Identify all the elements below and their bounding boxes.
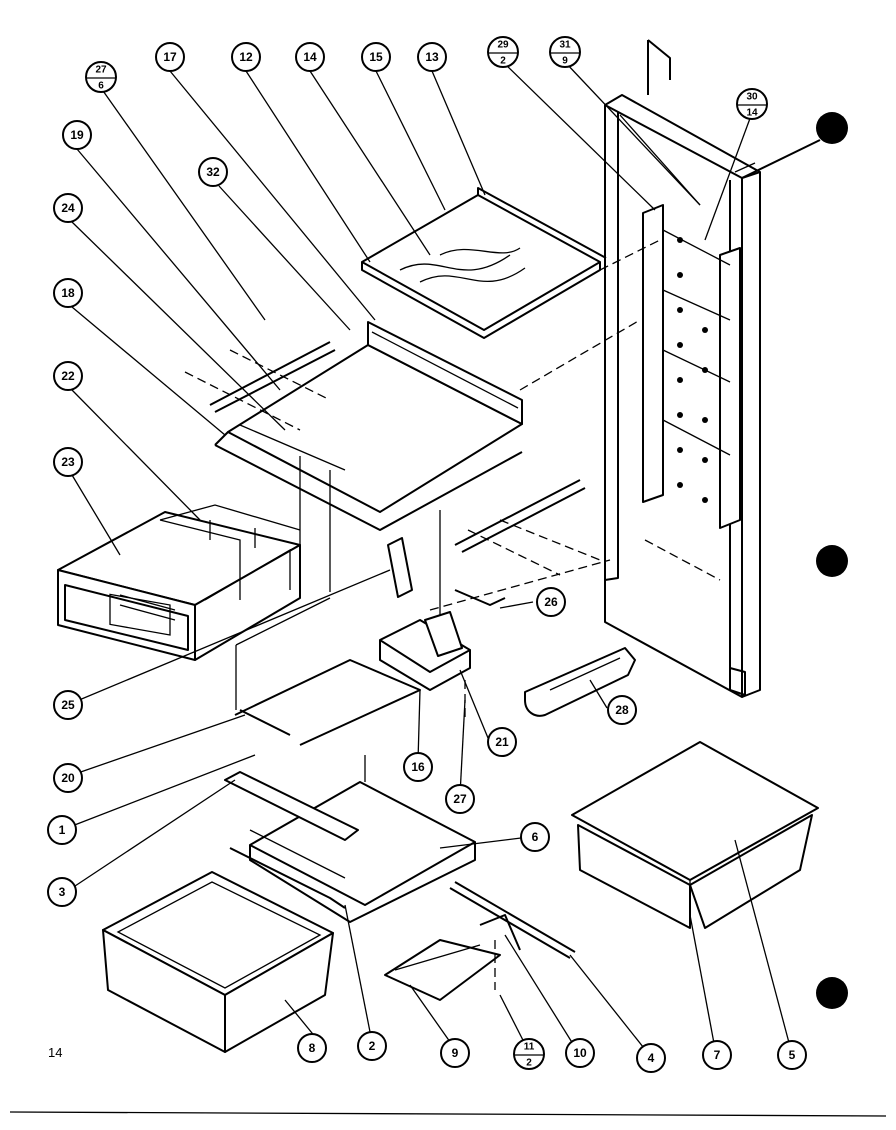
- callout-label: 10: [573, 1046, 587, 1060]
- fraction-bottom: 2: [500, 56, 506, 67]
- fraction-callout-30-14: 30 14: [736, 88, 768, 120]
- callout-label: 17: [163, 50, 177, 64]
- callout-23: 23: [53, 447, 83, 477]
- fraction-top: 27: [95, 65, 107, 76]
- callout-4: 4: [636, 1043, 666, 1073]
- callout-label: 16: [411, 760, 425, 774]
- registration-mark-middle: [816, 545, 848, 577]
- fraction-callout-29-2: 29 2: [487, 36, 519, 68]
- meat-keeper: [571, 741, 819, 929]
- drawer-rails: [384, 881, 576, 1001]
- callout-label: 22: [61, 369, 75, 383]
- rail-holes: [677, 237, 708, 503]
- registration-mark-bottom: [816, 977, 848, 1009]
- fraction-callout-31-9: 31 9: [549, 36, 581, 68]
- callout-22: 22: [53, 361, 83, 391]
- callout-14: 14: [295, 42, 325, 72]
- callout-label: 21: [495, 735, 509, 749]
- fraction-top: 31: [559, 40, 571, 51]
- callout-label: 7: [714, 1048, 721, 1062]
- callout-label: 23: [61, 455, 75, 469]
- leader-lines: [71, 61, 793, 1058]
- callout-24: 24: [53, 193, 83, 223]
- callout-label: 15: [369, 50, 383, 64]
- callout-label: 32: [206, 165, 220, 179]
- callout-16: 16: [403, 752, 433, 782]
- callout-12: 12: [231, 42, 261, 72]
- callout-17: 17: [155, 42, 185, 72]
- callout-label: 27: [453, 792, 467, 806]
- callout-label: 20: [61, 771, 75, 785]
- callout-label: 25: [61, 698, 75, 712]
- bracket-28: [524, 647, 636, 717]
- callout-13: 13: [417, 42, 447, 72]
- registration-mark-top: [816, 112, 848, 144]
- fraction-bottom: 14: [746, 108, 758, 119]
- callout-15: 15: [361, 42, 391, 72]
- callout-label: 26: [544, 595, 558, 609]
- callout-label: 6: [532, 830, 539, 844]
- callout-3: 3: [47, 877, 77, 907]
- fraction-bottom: 2: [526, 1058, 532, 1069]
- callout-label: 4: [648, 1051, 655, 1065]
- center-brackets: [234, 537, 506, 746]
- callout-10: 10: [565, 1038, 595, 1068]
- callout-28: 28: [607, 695, 637, 725]
- fraction-top: 30: [746, 92, 758, 103]
- callout-label: 1: [59, 823, 66, 837]
- fraction-top: 29: [497, 40, 509, 51]
- callout-32: 32: [198, 157, 228, 187]
- callout-label: 18: [61, 286, 75, 300]
- callout-6: 6: [520, 822, 550, 852]
- callout-8: 8: [297, 1033, 327, 1063]
- callout-1: 1: [47, 815, 77, 845]
- crisper-cover: [224, 755, 476, 923]
- page-number: 14: [48, 1045, 62, 1060]
- callout-label: 24: [61, 201, 75, 215]
- fraction-bottom: 6: [98, 81, 104, 92]
- callout-26: 26: [536, 587, 566, 617]
- callout-18: 18: [53, 278, 83, 308]
- fraction-top: 11: [524, 1042, 535, 1053]
- cabinet-frame: [604, 39, 821, 698]
- crisper-drawer-left: [57, 504, 301, 661]
- fraction-bottom: 9: [562, 56, 568, 67]
- callout-label: 12: [239, 50, 253, 64]
- callout-20: 20: [53, 763, 83, 793]
- callout-label: 19: [70, 128, 84, 142]
- crisper-drawer-bottom: [102, 871, 334, 1053]
- callout-label: 3: [59, 885, 66, 899]
- callout-label: 9: [452, 1046, 459, 1060]
- fraction-callout-27-6: 27 6: [85, 61, 117, 93]
- shelf-assembly: [184, 239, 661, 620]
- callout-5: 5: [777, 1040, 807, 1070]
- callout-2: 2: [357, 1031, 387, 1061]
- glass-shelf: [361, 187, 607, 339]
- callout-27: 27: [445, 784, 475, 814]
- callout-label: 8: [309, 1041, 316, 1055]
- callout-label: 13: [425, 50, 439, 64]
- callout-label: 14: [303, 50, 317, 64]
- callout-7: 7: [702, 1040, 732, 1070]
- callout-19: 19: [62, 120, 92, 150]
- callout-label: 28: [615, 703, 629, 717]
- callout-25: 25: [53, 690, 83, 720]
- fraction-callout-11-2: 11 2: [513, 1038, 545, 1070]
- callout-label: 5: [789, 1048, 796, 1062]
- callout-9: 9: [440, 1038, 470, 1068]
- callout-21: 21: [487, 727, 517, 757]
- callout-label: 2: [369, 1039, 376, 1053]
